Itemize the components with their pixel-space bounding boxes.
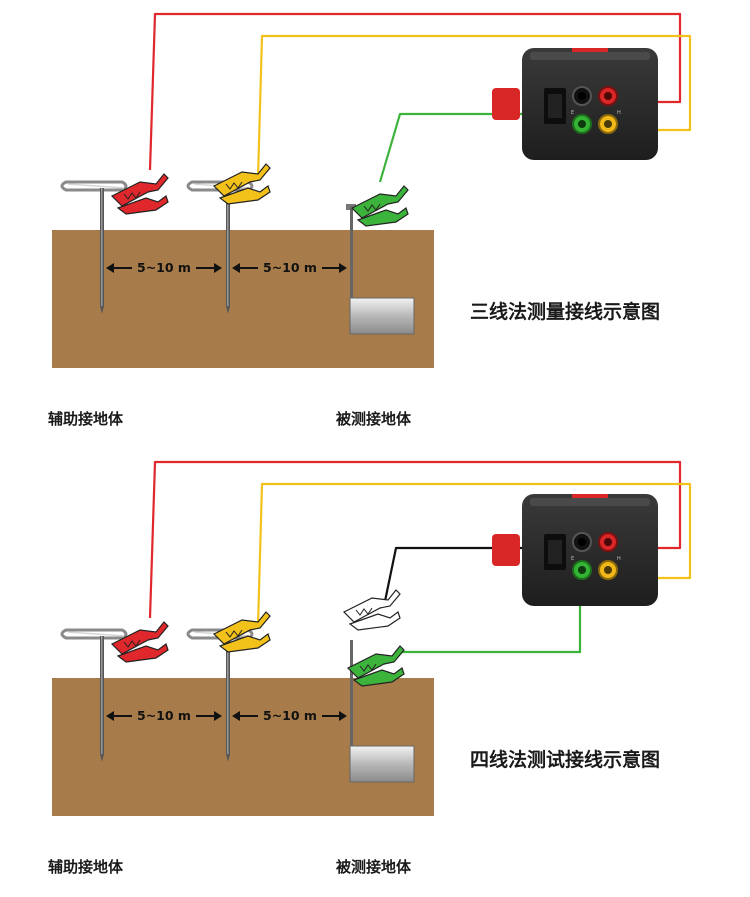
aux-electrode-label: 辅助接地体 [48, 858, 124, 876]
spacing-arrow-2: 5~10 m [232, 708, 347, 723]
earth-tester-meter [491, 493, 659, 607]
diagram-title: 三线法测量接线示意图 [470, 300, 660, 323]
test-electrode [346, 204, 415, 335]
spacing-arrow-1: 5~10 m [106, 260, 222, 275]
aux-electrode-label: 辅助接地体 [48, 410, 124, 428]
yellow-clip [213, 163, 271, 205]
yellow-wire [256, 34, 692, 179]
earth-tester-meter [491, 47, 659, 161]
red-clip [111, 173, 169, 215]
spacing-arrow-2: 5~10 m [232, 260, 347, 275]
test-electrode [349, 640, 415, 783]
yellow-clip [213, 611, 271, 653]
red-wire [148, 460, 682, 619]
diagram-three-wire: 5~10 m 5~10 m 三线法测量接线示意图 辅助接地体 被测接地体 [48, 12, 692, 428]
spacing-label-1: 5~10 m [137, 708, 191, 723]
spacing-label-2: 5~10 m [263, 708, 317, 723]
red-clip [111, 621, 169, 663]
test-electrode-label: 被测接地体 [336, 858, 412, 876]
spacing-label-2: 5~10 m [263, 260, 317, 275]
spacing-arrow-1: 5~10 m [106, 708, 222, 723]
spacing-label-1: 5~10 m [137, 260, 191, 275]
diagram-four-wire: 5~10 m 5~10 m 四线法测试接线示意图 辅助接地体 被测接地体 [48, 460, 692, 876]
black-clip [343, 589, 401, 631]
test-electrode-label: 被测接地体 [336, 410, 412, 428]
red-wire [148, 12, 682, 171]
diagram-title: 四线法测试接线示意图 [470, 748, 660, 771]
green-clip [351, 185, 409, 227]
green-clip [347, 645, 405, 687]
yellow-wire [256, 482, 692, 627]
